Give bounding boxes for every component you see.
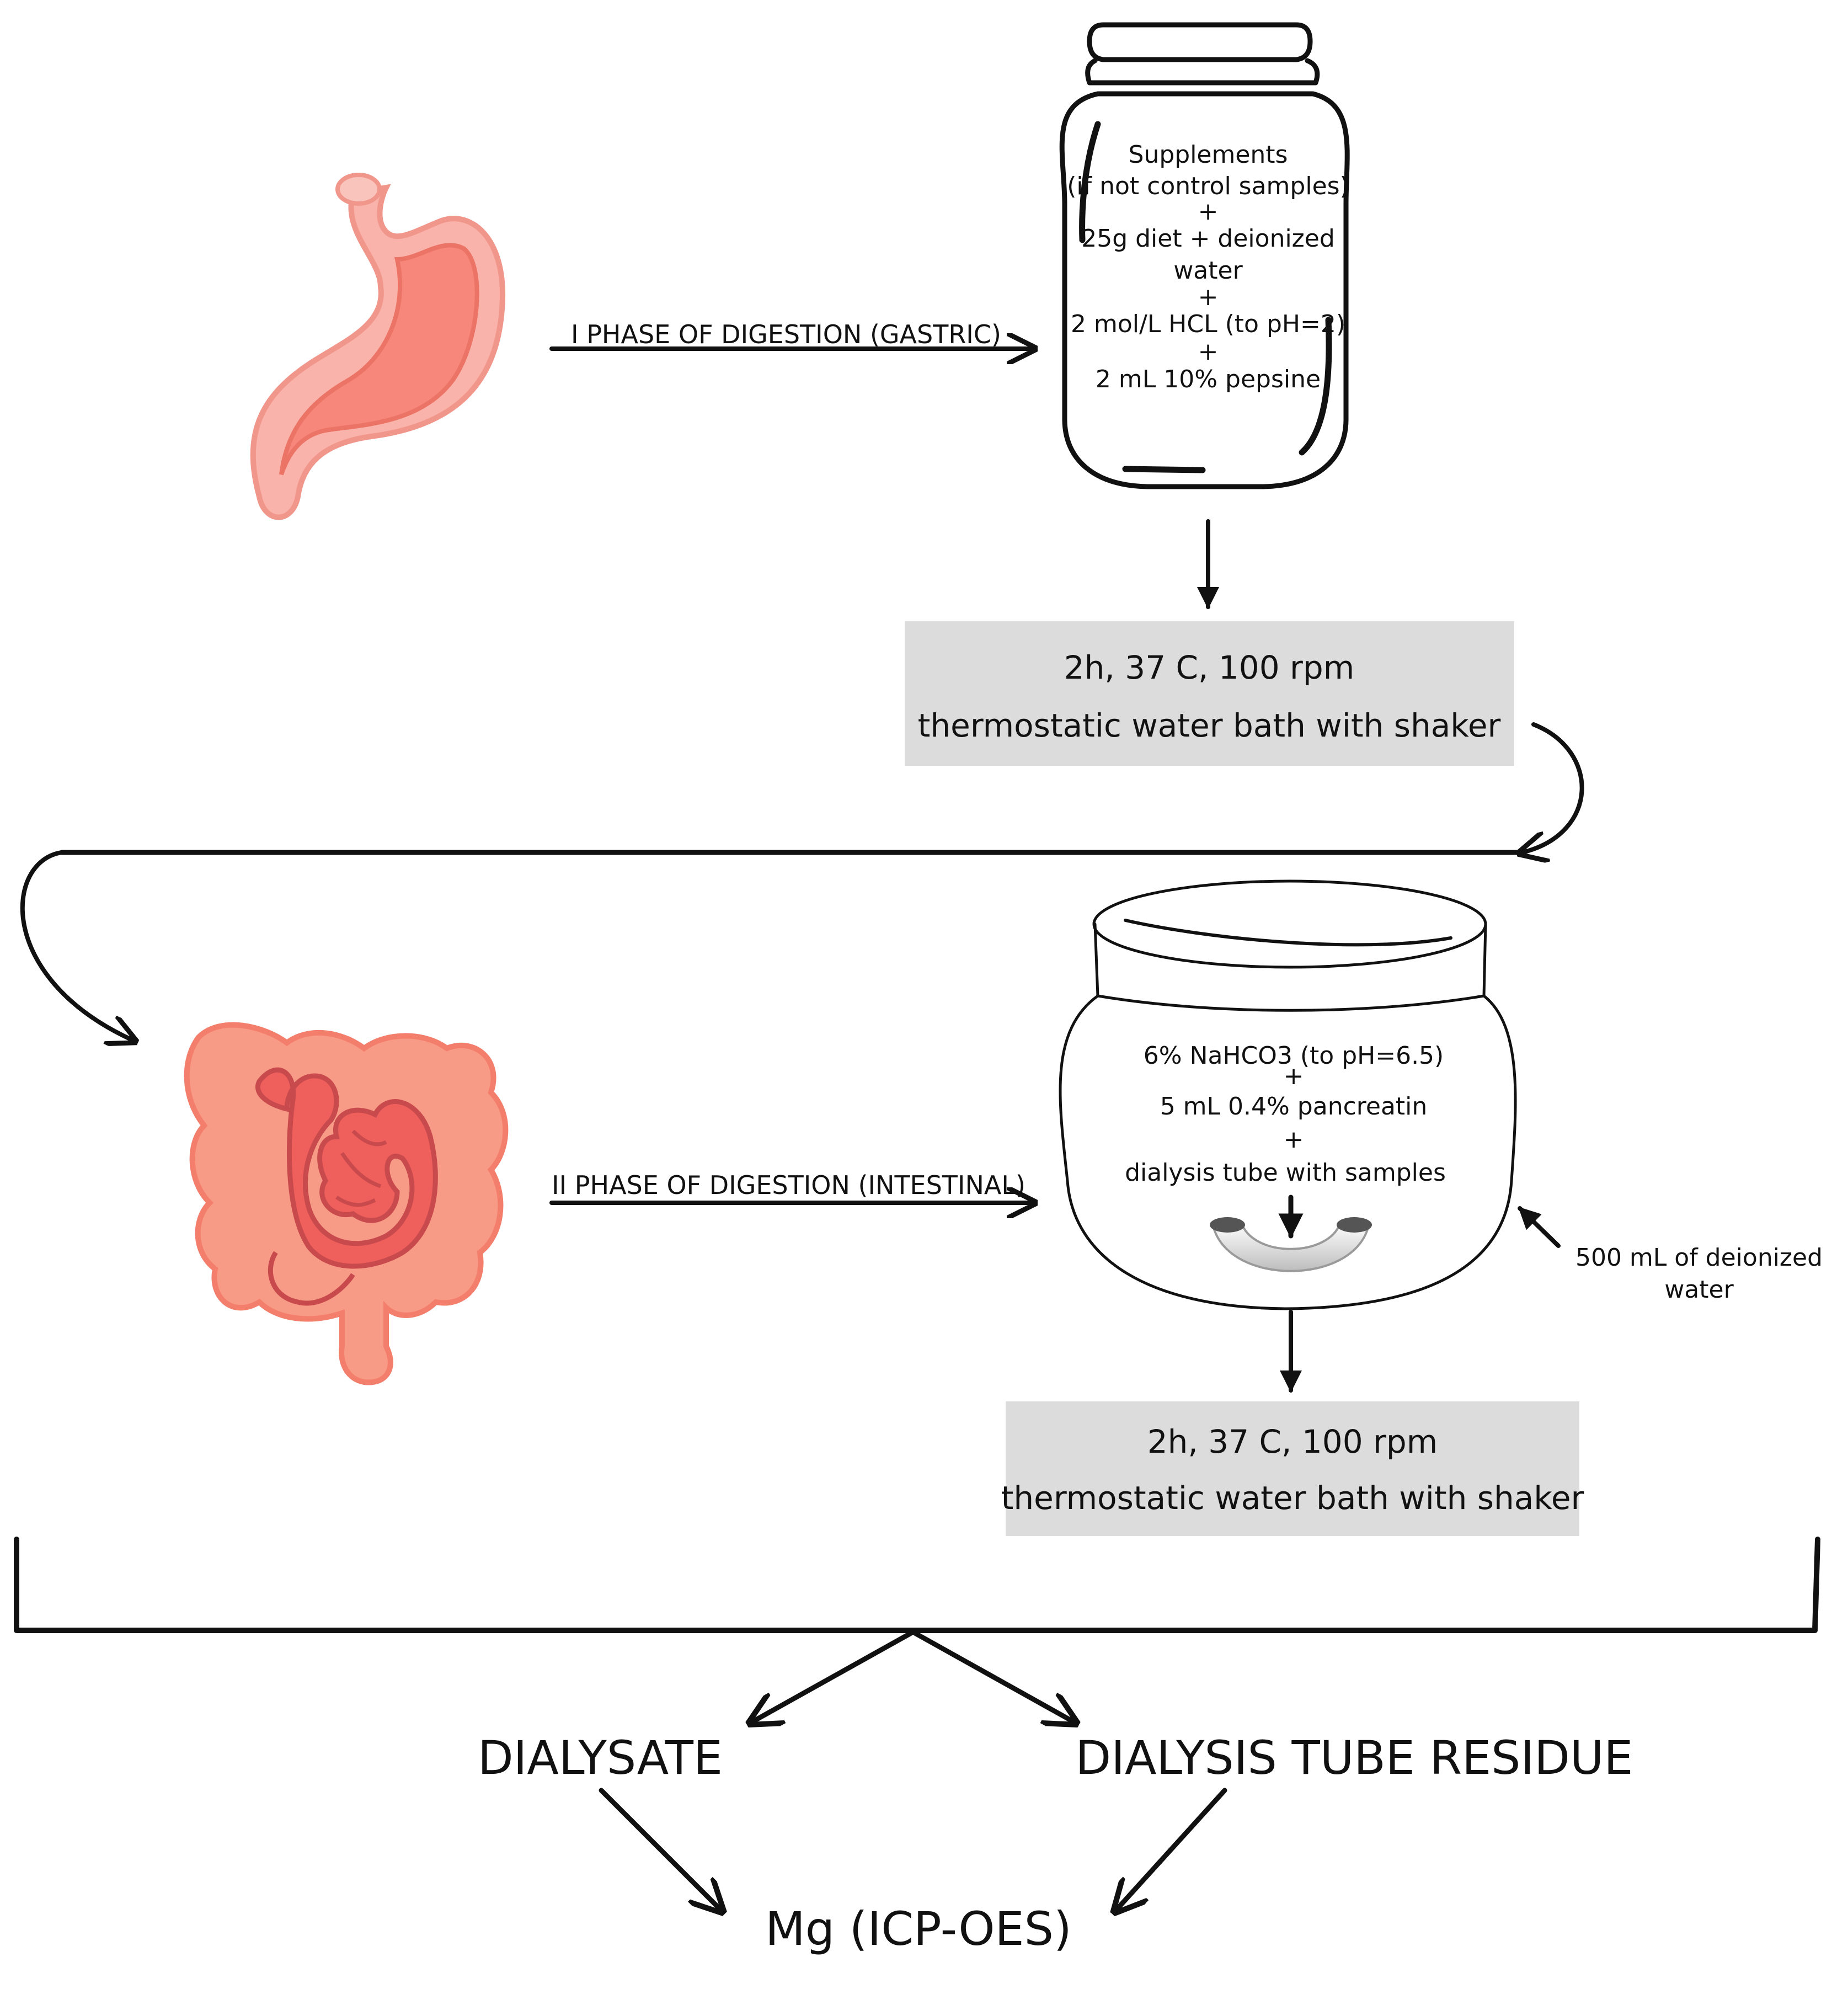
jar1-contents: Supplements (if not control samples) + 2… [1067, 141, 1349, 393]
jar1-line-6: 2 mL 10% pepsine [1096, 365, 1321, 393]
jar1-plus-1: + [1198, 198, 1219, 226]
jar1-line-5: 2 mol/L HCL (to pH=2) [1071, 310, 1345, 338]
jar2-line-2: 5 mL 0.4% pancreatin [1160, 1092, 1428, 1121]
jar2-line-3: dialysis tube with samples [1125, 1159, 1446, 1187]
jar1-line-3: 25g diet + deionized [1081, 225, 1335, 253]
output-dialysate: DIALYSATE [478, 1731, 723, 1785]
bracket [14, 1537, 1820, 1633]
phase2-box-line2: thermostatic water bath with shaker [1001, 1479, 1584, 1517]
output-tube-residue: DIALYSIS TUBE RESIDUE [1076, 1731, 1633, 1785]
phase2-condition-box [1006, 1401, 1579, 1536]
side-note-line1: 500 mL of deionized [1575, 1244, 1823, 1272]
split-arrow-right [910, 1629, 1073, 1721]
phase2-box-line1: 2h, 37 C, 100 rpm [1147, 1423, 1438, 1460]
jar1-line-2: (if not control samples) [1067, 172, 1349, 200]
phase1-label: I PHASE OF DIGESTION (GASTRIC) [571, 319, 1001, 349]
merge-arrow-right [1117, 1788, 1227, 1909]
jar2-plus-1: + [1284, 1062, 1304, 1090]
phase1-box-line2: thermostatic water bath with shaker [918, 707, 1501, 744]
stomach-icon [250, 173, 506, 520]
jar2-icon [1059, 879, 1517, 1310]
intestine-icon [184, 1022, 509, 1385]
final-analysis: Mg (ICP-OES) [765, 1902, 1071, 1956]
connector-curve-right [1523, 722, 1584, 852]
dialysis-tube-icon [1210, 1217, 1372, 1272]
jar1-plus-3: + [1198, 338, 1219, 366]
jar1-plus-2: + [1198, 283, 1219, 311]
jar2-contents: 6% NaHCO3 (to pH=6.5) + 5 mL 0.4% pancre… [1125, 1042, 1446, 1187]
jar1-icon [1059, 22, 1350, 489]
merge-arrow-left [599, 1788, 720, 1909]
jar1-line-4: water [1173, 257, 1243, 285]
jar1-line-1: Supplements [1129, 141, 1288, 169]
phase1-box-line1: 2h, 37 C, 100 rpm [1064, 649, 1354, 686]
jar2-plus-2: + [1284, 1126, 1304, 1154]
side-note-line2: water [1664, 1276, 1734, 1304]
side-note-arrow [1518, 1206, 1561, 1248]
phase2-label: II PHASE OF DIGESTION (INTESTINAL) [552, 1170, 1026, 1200]
split-arrow-left [753, 1629, 916, 1721]
connector-curve-left [20, 850, 132, 1040]
jar2-line-1: 6% NaHCO3 (to pH=6.5) [1144, 1042, 1444, 1070]
phase1-condition-box [905, 621, 1514, 766]
